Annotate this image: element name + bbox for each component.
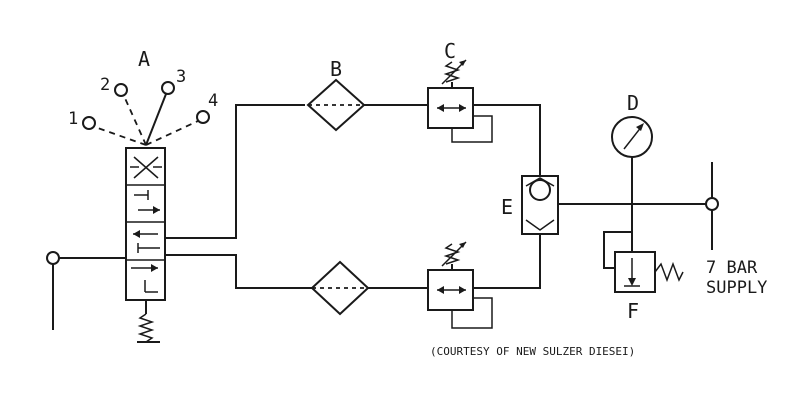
valve-lower: [427, 241, 493, 329]
label-b: B: [330, 57, 342, 81]
pipe-a-to-filter-lower: [165, 254, 312, 289]
label-d: D: [627, 91, 639, 115]
position-4-marker: [196, 110, 210, 124]
position-2-label: 2: [100, 75, 110, 95]
label-f: F: [627, 299, 639, 323]
lever-handle: [145, 93, 167, 146]
lever-line-1: [94, 126, 147, 146]
pipe-a-to-filter-b: [165, 104, 305, 239]
selector-valve-body: [125, 147, 166, 301]
position-4-label: 4: [208, 91, 218, 111]
supply-port-circle: [705, 197, 719, 211]
reducing-valve-f: F: [614, 232, 684, 323]
left-port-circle: [46, 251, 60, 265]
pressure-gauge-d: D: [611, 91, 653, 204]
label-c: C: [444, 39, 456, 63]
supply-label-line2: SUPPLY: [706, 278, 767, 298]
supply-label-line1: 7 BAR: [706, 258, 758, 278]
pipe-to-valve-f: [603, 204, 633, 269]
position-1-label: 1: [68, 109, 78, 129]
pipe-c-to-e: [473, 104, 541, 176]
label-e: E: [501, 195, 513, 219]
position-2-marker: [114, 83, 128, 97]
supply-port: 7 BAR SUPPLY: [705, 162, 767, 298]
shuttle-valve-e: E: [501, 175, 559, 235]
credit-text: (COURTESY OF NEW SULZER DIESEI): [430, 345, 635, 358]
gauge-dial: [611, 116, 653, 158]
lever-line-4: [145, 120, 199, 146]
lever-line-2: [123, 95, 147, 146]
label-a: A: [138, 47, 150, 71]
left-inlet: [46, 251, 126, 330]
filter-lower: [310, 260, 370, 316]
selector-valve-a: A 1 2 3 4: [68, 47, 218, 343]
position-1-marker: [82, 116, 96, 130]
position-3-marker: [161, 81, 175, 95]
position-3-label: 3: [176, 67, 186, 87]
filter-b: B: [306, 57, 366, 132]
pipe-lower-valve-to-e: [473, 234, 541, 289]
valve-c: C: [427, 39, 493, 143]
